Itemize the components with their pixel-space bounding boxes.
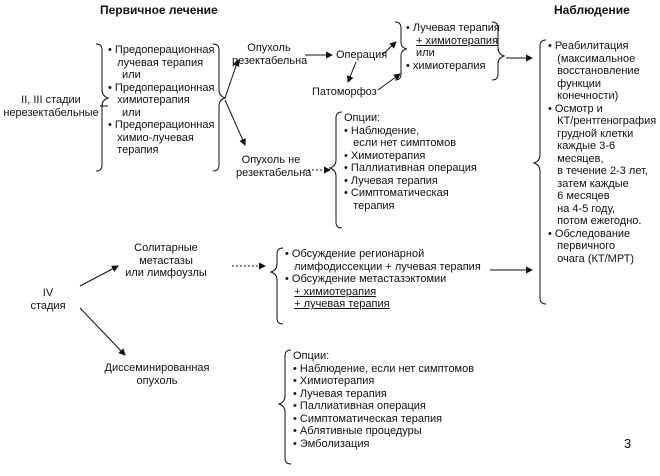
brace-options2: [277, 349, 292, 465]
list-item: Лучевая терапия: [406, 22, 500, 35]
list-item: Лучевая терапия: [344, 175, 477, 188]
brace-options1: [328, 111, 343, 229]
list-item: Эмболизация: [293, 438, 474, 451]
options2-list: Опции: Наблюдение, если нет симптомов Хи…: [293, 350, 474, 450]
header-primary: Первичное лечение: [100, 3, 218, 17]
list-item: Наблюдение, если нет симптомов: [344, 125, 477, 150]
list-item: Наблюдение, если нет симптомов: [293, 363, 474, 376]
brace-postop: [394, 21, 408, 81]
list-item: Осмотр и КТ/рентгенография грудной клетк…: [548, 103, 656, 228]
list-item: Химиотерапия: [344, 150, 477, 163]
list-item: + химиотерапия: [416, 34, 499, 47]
list-item: Симптоматическая терапия: [344, 187, 477, 212]
solitary-options: Обсуждение регионарной лимфодиссекции + …: [285, 248, 481, 311]
list-item: Аблятивные процедуры: [293, 425, 474, 438]
list-item: Обследование первичного очага (КТ/МРТ): [548, 228, 656, 266]
list-item: или: [122, 69, 141, 81]
list-item: Предоперационная лучевая терапия: [108, 44, 214, 69]
options2-title: Опции:: [293, 350, 330, 362]
brace-preop-right: [212, 43, 227, 172]
stage-2-3: II, III стадии нерезектабельные: [3, 94, 99, 119]
list-item: Предоперационная химиотерапия: [108, 82, 214, 107]
operation-label: Операция: [336, 49, 388, 61]
postop-list: Лучевая терапия + химиотерапия или химио…: [406, 22, 500, 72]
brace-preop: [95, 43, 110, 172]
pathomorphosis-label: Патоморфоз: [312, 86, 377, 98]
page-number: 3: [624, 436, 632, 451]
list-item: Обсуждение метастазэктомии + химиотерапи…: [285, 273, 481, 311]
list-item: Симптоматическая терапия: [293, 413, 474, 426]
list-item: Предоперационная химио-лучевая терапия: [108, 119, 214, 157]
list-item: Химиотерапия: [293, 375, 474, 388]
list-item: Паллиативная операция: [293, 400, 474, 413]
brace-solitary: [269, 247, 284, 325]
list-item: Обсуждение регионарной лимфодиссекции + …: [285, 248, 481, 273]
options1-title: Опции:: [344, 112, 381, 124]
list-item: Реабилитация (максимальное восстановлени…: [548, 40, 656, 103]
list-item: или: [122, 106, 141, 119]
list-item: Паллиативная операция: [344, 162, 477, 175]
list-item: или: [416, 47, 435, 59]
list-item: Лучевая терапия: [293, 388, 474, 401]
header-observation: Наблюдение: [554, 3, 630, 17]
brace-observation: [532, 39, 547, 305]
preop-list: Предоперационная лучевая терапия или Пре…: [108, 44, 214, 157]
observation-list: Реабилитация (максимальное восстановлени…: [548, 40, 656, 265]
list-item: химиотерапия: [406, 60, 500, 73]
options1-list: Опции: Наблюдение, если нет симптомов Хи…: [344, 112, 477, 212]
